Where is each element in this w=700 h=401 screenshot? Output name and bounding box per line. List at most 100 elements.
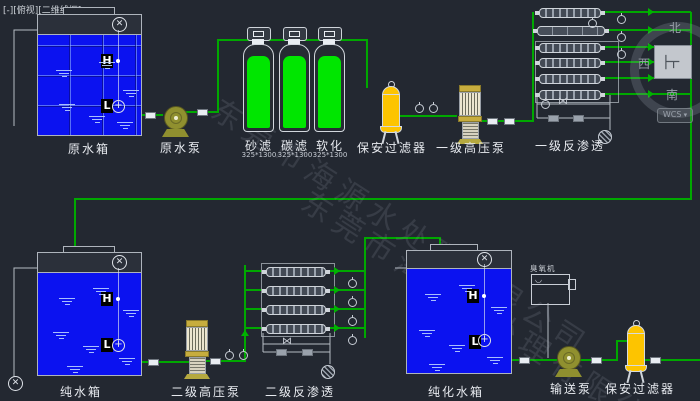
water-ripple-icon xyxy=(122,88,140,97)
ro-membrane-vessel[interactable] xyxy=(535,58,605,68)
drain-valve-icon xyxy=(8,376,23,391)
water-ripple-icon xyxy=(58,102,76,111)
viewcube-west[interactable]: 西 xyxy=(638,57,651,71)
high-level-marker: H xyxy=(101,54,113,68)
stage1-pump-label: 一级高压泵 xyxy=(435,141,507,155)
vent-icon xyxy=(112,17,127,32)
carbon-filter-spec: 325*1300 xyxy=(277,151,313,159)
valve-icon xyxy=(148,359,159,366)
stage1-ro-frame xyxy=(535,41,619,103)
viewcube-top-face[interactable]: 上 xyxy=(654,45,692,79)
butterfly-valve-icon xyxy=(558,97,568,107)
stage2-high-pressure-pump[interactable] xyxy=(184,320,210,379)
water-ripple-icon xyxy=(490,305,508,314)
viewcube-ring[interactable] xyxy=(630,22,700,118)
purified-water-tank[interactable] xyxy=(406,250,512,374)
water-ripple-icon xyxy=(428,362,446,371)
water-ripple-icon xyxy=(92,286,110,295)
flow-arrow-icon xyxy=(334,267,340,275)
sand-filter-spec: 325*1300 xyxy=(241,151,277,159)
vent-icon xyxy=(112,255,127,270)
valve-icon xyxy=(302,349,313,356)
ro-membrane-vessel[interactable] xyxy=(535,43,605,53)
flow-arrow-icon xyxy=(648,8,654,16)
water-ripple-icon xyxy=(55,68,73,77)
water-ripple-icon xyxy=(116,120,134,129)
wcs-menu[interactable]: WCS ▾ xyxy=(657,108,693,123)
ozone-machine-label: 臭氧机 xyxy=(530,264,556,273)
ro-membrane-vessel[interactable] xyxy=(262,267,330,277)
valve-icon xyxy=(519,357,530,364)
security-filter-2[interactable] xyxy=(625,320,647,384)
water-ripple-icon xyxy=(98,60,116,69)
raw-water-tank[interactable] xyxy=(37,14,142,136)
flow-arrow-icon xyxy=(241,330,249,336)
valve-icon xyxy=(276,349,287,356)
level-probe xyxy=(484,264,485,340)
water-ripple-icon xyxy=(122,308,140,317)
softener-filter-label: 软化 xyxy=(315,139,345,153)
valve-icon xyxy=(504,118,515,125)
ro-membrane-vessel[interactable] xyxy=(535,8,605,18)
level-gauge-icon xyxy=(112,339,125,352)
ro-membrane-vessel[interactable] xyxy=(262,324,330,334)
ro-membrane-vessel[interactable] xyxy=(535,74,605,84)
flow-arrow-icon xyxy=(334,286,340,294)
stage1-high-pressure-pump[interactable] xyxy=(457,85,483,144)
valve-icon xyxy=(548,115,559,122)
water-ripple-icon xyxy=(66,364,84,373)
high-level-marker: H xyxy=(101,292,113,306)
level-gauge-icon xyxy=(478,334,491,347)
carbon-filter-label: 碳滤 xyxy=(280,139,310,153)
pressure-gauge-icon xyxy=(239,349,248,360)
viewcube-south[interactable]: 南 xyxy=(666,88,679,102)
ro-membrane-vessel[interactable] xyxy=(535,90,605,100)
valve-icon xyxy=(210,358,221,365)
pressure-gauge-icon xyxy=(348,277,357,288)
valve-icon xyxy=(197,109,208,116)
viewcube-north[interactable]: 北 xyxy=(669,21,682,35)
valve-icon xyxy=(573,115,584,122)
flow-arrow-icon xyxy=(334,324,340,332)
raw-water-pump[interactable] xyxy=(162,106,189,137)
high-level-marker: H xyxy=(467,289,479,303)
water-ripple-icon xyxy=(52,330,70,339)
chevron-down-icon: ▾ xyxy=(681,111,688,119)
stage2-ro-frame xyxy=(261,263,335,337)
ro-membrane-vessel[interactable] xyxy=(262,286,330,296)
ozone-handle xyxy=(568,279,576,290)
purified-water-tank-label: 纯化水箱 xyxy=(427,385,485,399)
ozone-machine[interactable] xyxy=(531,274,576,305)
water-ripple-icon xyxy=(118,356,136,365)
stage1-ro-label: 一级反渗透 xyxy=(534,139,606,153)
ro-membrane-vessel[interactable] xyxy=(533,26,609,36)
drain-pump-icon xyxy=(598,130,612,144)
pressure-gauge-icon xyxy=(617,13,626,24)
security-filter-1[interactable] xyxy=(380,81,402,145)
valve-icon xyxy=(487,118,498,125)
level-probe xyxy=(118,268,119,346)
transfer-pump[interactable] xyxy=(555,346,582,377)
pressure-gauge-icon xyxy=(541,98,550,109)
water-ripple-icon xyxy=(448,343,466,352)
security-filter-1-label: 保安过滤器 xyxy=(356,141,428,155)
stage2-ro-label: 二级反渗透 xyxy=(264,385,336,399)
water-ripple-icon xyxy=(88,114,106,123)
pressure-gauge-icon xyxy=(429,102,438,113)
valve-icon xyxy=(591,357,602,364)
low-level-marker: L xyxy=(101,99,113,113)
ro-membrane-vessel[interactable] xyxy=(262,305,330,315)
security-filter-2-label: 保安过滤器 xyxy=(604,382,676,396)
pressure-gauge-icon xyxy=(588,17,597,28)
viewport-control-label[interactable]: [-][俯视][二维线框] xyxy=(3,6,82,16)
pressure-gauge-icon xyxy=(617,31,626,42)
water-ripple-icon xyxy=(458,283,476,292)
softener-filter-spec: 325*1300 xyxy=(312,151,348,159)
pressure-gauge-icon xyxy=(348,315,357,326)
level-probe xyxy=(118,30,119,108)
water-ripple-icon xyxy=(424,292,442,301)
transfer-pump-label: 输送泵 xyxy=(549,382,593,396)
pressure-gauge-icon xyxy=(348,296,357,307)
raw-water-tank-label: 原水箱 xyxy=(67,142,111,156)
